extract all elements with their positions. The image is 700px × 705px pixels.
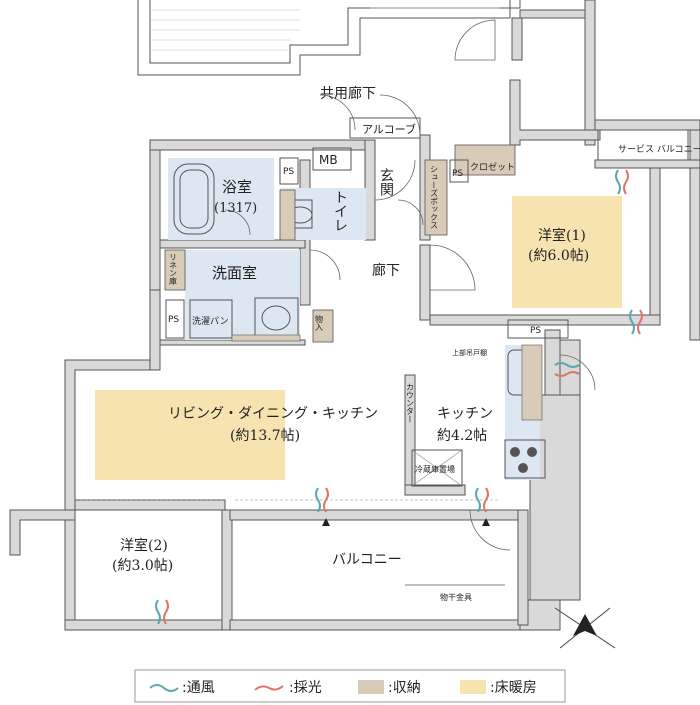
service-balcony-label: サービス バルコニー [618,144,700,155]
western-room-2-size-label: (約3.0帖) [112,558,173,574]
washing-pan-label: 洗濯パン [192,315,228,327]
linen-closet [164,249,186,291]
western-room-1-heating [512,196,622,308]
doors [80,94,596,586]
airflow-markers [155,169,643,625]
ventilation-icon [615,169,621,195]
bathroom-floor [168,158,274,240]
north-arrow-icon [554,607,616,649]
legend-frame [134,669,566,703]
drying-hardware-label: 物干金具 [440,592,472,602]
daylight-icon [163,599,169,625]
daylight-icon [483,487,489,513]
storage-areas [164,144,543,421]
ldk-size-label: (約13.7帖) [230,428,300,444]
floor-heating-swatch [460,680,486,694]
legend-ventilation-label: :通風 [182,680,215,696]
ventilation-icon [629,309,635,335]
kitchen-size-label: 約4.2帖 [437,428,487,444]
ventilation-icon [315,487,321,513]
legend: :通風 :採光 :収納 :床暖房 [134,669,566,703]
ventilation-icon [149,684,179,692]
ps-label-entrance: PS [452,169,463,179]
daylight-icon [554,371,580,377]
alcove-label: アルコーブ [362,122,416,136]
toilet-cabinet [279,189,296,241]
top-structure [137,0,596,146]
fridge-label: 冷蔵庫置場 [415,464,455,474]
utility-boxes [165,117,689,487]
common-corridor-label: 共用廊下 [320,85,376,102]
legend-floor-heating-label: :床暖房 [490,680,537,696]
bathroom-size-label: (1317) [214,201,257,216]
western-room-1-label: 洋室(1) [538,227,586,244]
washroom-floor [185,250,300,340]
ldk-label: リビング・ダイニング・キッチン [168,406,378,422]
ldk-heating [95,390,285,480]
daylight-icon [637,309,643,335]
hallway-label: 廊下 [372,262,400,279]
closet-label: クロゼット [470,161,515,173]
kitchen-label: キッチン [437,406,493,422]
room-labels: 共用廊下 アルコーブ MB PS PS PS PS 浴室 (1317) トイレ … [112,85,700,602]
counter-label: カウンター [406,383,415,423]
daylight-icon [623,169,629,195]
daylight-icon [323,487,329,513]
washroom-label: 洗面室 [212,264,257,282]
legend-storage-label: :収納 [388,680,421,696]
step-marker [482,518,490,526]
upper-cabinet-kitchen-label: 上部吊戸棚 [452,348,487,357]
legend-daylight-label: :採光 [289,680,322,696]
toilet-label: トイレ [332,190,348,232]
shoes-box [424,159,448,236]
ps-label-toilet: PS [283,167,294,177]
unit-walls [9,79,700,631]
mb-label: MB [319,153,338,167]
ps-label-kitchen: PS [530,326,541,336]
daylight-icon [254,685,284,691]
ventilation-icon [475,487,481,513]
ventilation-icon [155,599,161,625]
linen-label: リネン庫 [169,253,178,286]
kitchen-upper-cabinet [521,344,543,421]
western-room-1-size-label: (約6.0帖) [528,248,589,264]
western-room-2-label: 洋室(2) [120,537,168,554]
storage-box [312,309,334,343]
bathroom-label: 浴室 [222,178,252,196]
ps-label-washroom: PS [168,315,179,325]
storage-label: 物入 [315,314,324,331]
entrance-label: 玄関 [378,167,394,197]
ventilation-icon [554,362,580,368]
shoes-box-label: シューズボックス [430,165,439,229]
step-marker [322,518,330,526]
balcony-label: バルコニー [332,552,402,568]
washroom-cabinet [231,334,301,342]
floor-heating-areas [95,196,622,480]
storage-swatch [358,680,384,694]
